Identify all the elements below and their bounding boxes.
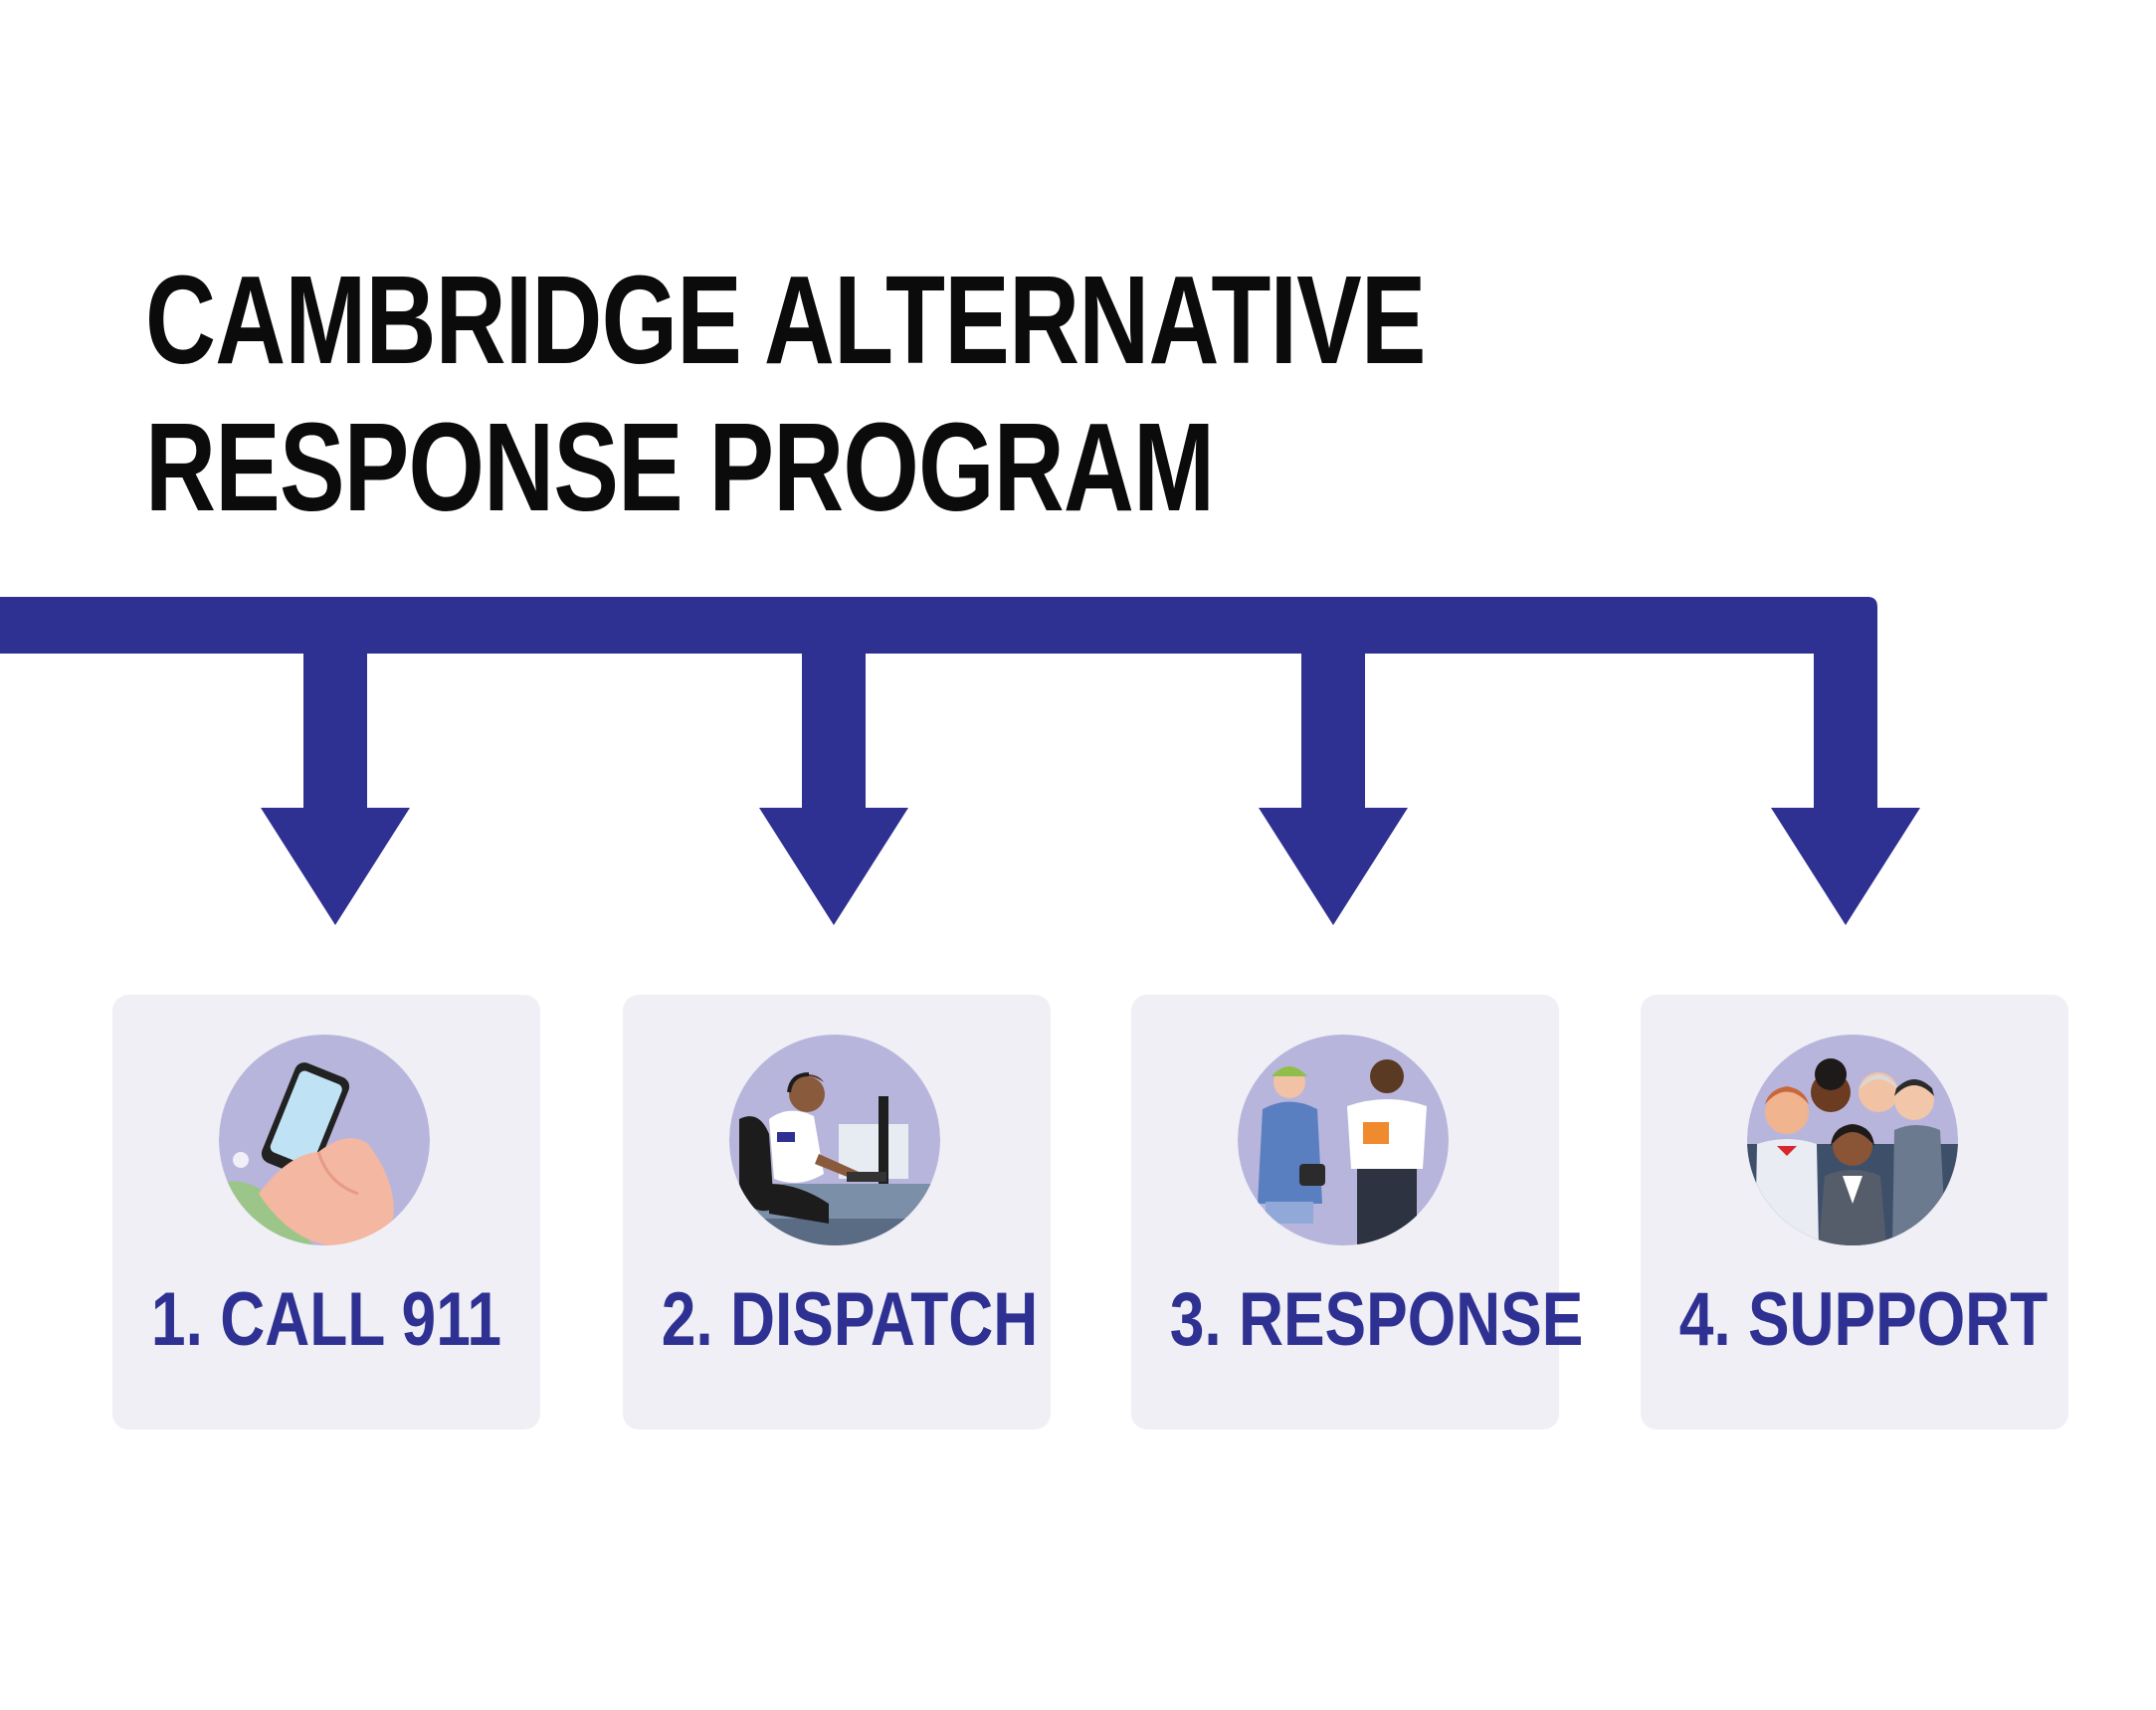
- step-card-dispatch: 2. DISPATCH: [623, 995, 1051, 1429]
- two-responders-icon: [1238, 1035, 1449, 1245]
- page-title: CAMBRIDGE ALTERNATIVE RESPONSE PROGRAM: [145, 247, 1426, 541]
- title-line-2: RESPONSE PROGRAM: [145, 397, 1215, 537]
- step-card-support: 4. SUPPORT: [1641, 995, 2068, 1429]
- arrow-head-1: [261, 808, 410, 925]
- arrow-head-2: [759, 808, 908, 925]
- arrow-head-4: [1771, 808, 1920, 925]
- step-label: 3. RESPONSE: [1169, 1277, 1584, 1362]
- dispatcher-at-desk-icon: [729, 1035, 940, 1245]
- step-card-response: 3. RESPONSE: [1131, 995, 1584, 1429]
- arrow-head-3: [1259, 808, 1408, 925]
- step-label: 2. DISPATCH: [661, 1277, 1039, 1362]
- title-line-1: CAMBRIDGE ALTERNATIVE: [145, 250, 1426, 390]
- step-label: 4. SUPPORT: [1678, 1277, 2049, 1362]
- support-team-icon: [1747, 1035, 1958, 1245]
- step-card-call-911: 1. CALL 911: [112, 995, 540, 1429]
- phone-in-hand-icon: [219, 1035, 430, 1245]
- arrow-stem-2: [802, 647, 866, 811]
- arrow-stem-3: [1301, 647, 1365, 811]
- step-label: 1. CALL 911: [150, 1277, 502, 1362]
- arrow-stem-1: [303, 647, 367, 811]
- flow-connector: [0, 597, 1920, 925]
- connector-bar: [0, 597, 1877, 808]
